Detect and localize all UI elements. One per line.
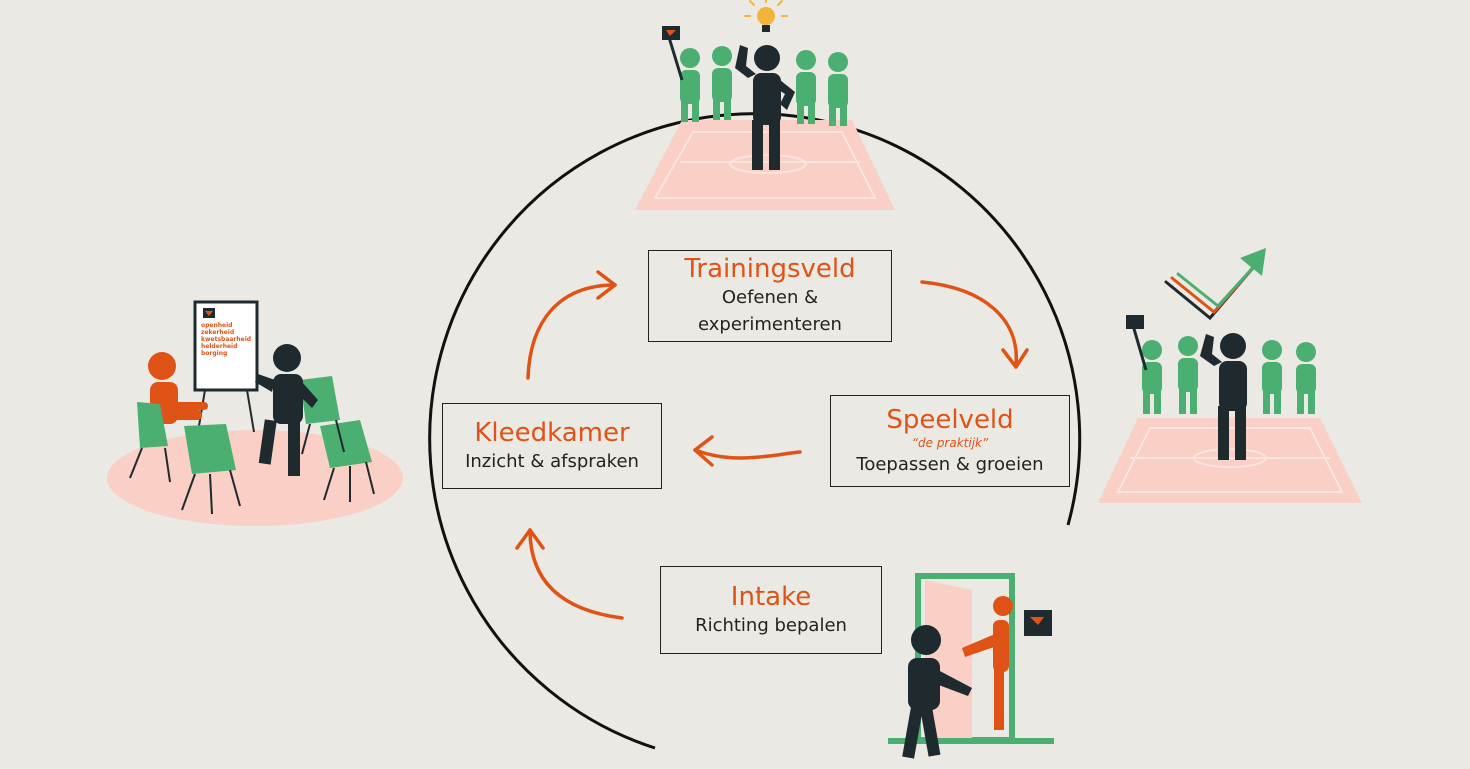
stage-description: experimenteren (698, 314, 842, 335)
stage-description: Oefenen & (721, 287, 819, 308)
stage-box-kleedkamer: Kleedkamer Inzicht & afspraken (442, 403, 662, 489)
stage-title: Speelveld (886, 404, 1014, 435)
top-team-illustration (635, 0, 895, 210)
stage-tagline: “de praktijk” (911, 435, 989, 450)
flipchart-word: helderheid (201, 343, 238, 350)
stage-title: Trainingsveld (684, 254, 856, 284)
arrow-kleedkamer-to-trainingsveld (526, 283, 617, 380)
stage-box-intake: Intake Richting bepalen (660, 566, 882, 654)
stage-description: Richting bepalen (695, 614, 847, 636)
cycle-circle (428, 112, 1082, 750)
cycle-arrows (515, 270, 1029, 620)
flipchart-word: openheid (201, 322, 233, 329)
left-meeting-illustration (107, 300, 403, 526)
leader-figure (735, 45, 795, 170)
leader-figure-right (1200, 333, 1247, 460)
flipchart-word: borging (201, 350, 228, 357)
arrow-trainingsveld-to-speelveld (920, 280, 1018, 367)
stage-box-trainingsveld: Trainingsveld Oefenen & experimenteren (648, 250, 892, 342)
stage-description: Toepassen & groeien (856, 453, 1044, 475)
stage-description: Inzicht & afspraken (465, 450, 639, 472)
flipchart-word: zekerheid (201, 329, 235, 336)
stage-title: Kleedkamer (474, 417, 630, 448)
stage-title: Intake (730, 581, 812, 612)
flipchart-word: kwetsbaarheid (201, 336, 252, 343)
stage-box-speelveld: Speelveld “de praktijk” Toepassen & groe… (830, 395, 1070, 487)
door-entry-illustration (888, 573, 1054, 759)
right-team-illustration (1098, 248, 1362, 503)
growth-arrow-icon (1164, 260, 1260, 321)
flipchart-words: openheid zekerheid kwetsbaarheid helderh… (201, 322, 251, 357)
arrow-speelveld-to-kleedkamer (693, 448, 802, 460)
arrow-intake-to-kleedkamer (528, 528, 624, 620)
lightbulb-icon (744, 0, 788, 32)
